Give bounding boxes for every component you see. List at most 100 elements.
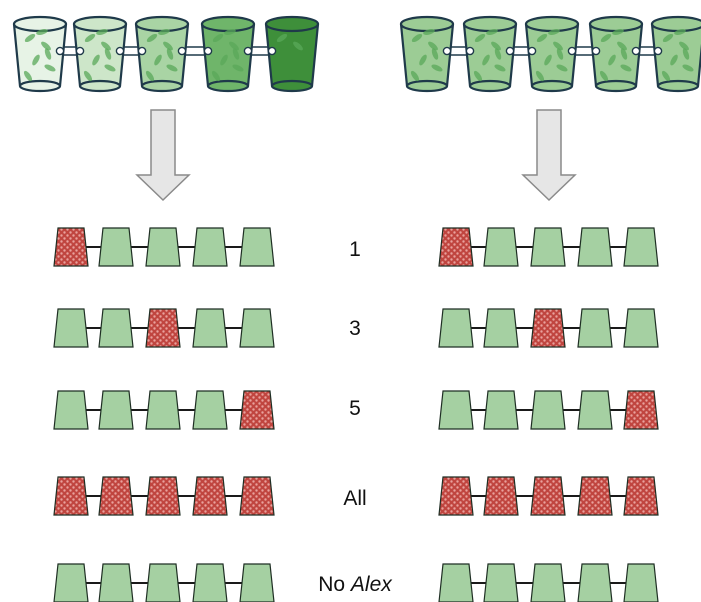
untreated-plant-cup: [192, 227, 228, 267]
plant-leaf: [276, 33, 288, 43]
treated-plant-cup: [53, 227, 89, 267]
plant-leaf: [599, 70, 609, 82]
untreated-plant-cup: [192, 390, 228, 430]
treated-plant-cup: [623, 390, 659, 430]
chamber-1: [399, 15, 455, 93]
plant-leaf: [473, 70, 483, 82]
connector-ring: [203, 46, 213, 56]
plant-leaf: [548, 29, 560, 35]
plant-leaf: [600, 33, 612, 43]
plant-leaf: [166, 64, 178, 72]
connector-ring: [442, 46, 452, 56]
chamber-4: [588, 15, 644, 93]
untreated-plant-cup: [438, 308, 474, 348]
plant-leaf: [24, 33, 36, 43]
chamber-base: [468, 79, 512, 93]
plant-leaf: [84, 33, 96, 43]
treated-plant-cup: [239, 390, 275, 430]
chamber-base: [18, 79, 62, 93]
plant-leaf: [224, 29, 236, 35]
treated-plant-cup: [145, 308, 181, 348]
plant-leaf: [662, 33, 674, 43]
chamber-4: [200, 15, 256, 93]
plant-leaf: [83, 70, 93, 82]
untreated-plant-cup: [98, 390, 134, 430]
plant-leaf: [494, 48, 502, 60]
chamber-2: [72, 15, 128, 93]
chamber-rim: [134, 15, 190, 33]
untreated-plant-cup: [438, 390, 474, 430]
plant-leaf: [612, 29, 624, 35]
untreated-plant-cup: [53, 390, 89, 430]
chamber-rim: [72, 15, 128, 33]
connector-ring: [465, 46, 475, 56]
row-label-no-alex: No Alex: [318, 573, 392, 596]
plant-leaf: [679, 41, 689, 51]
plant-leaf: [36, 29, 48, 35]
plant-leaf: [670, 54, 678, 66]
chamber-base: [405, 79, 449, 93]
plant-leaf: [23, 70, 33, 82]
chamber-base: [206, 79, 250, 93]
plant-leaf: [145, 70, 155, 82]
plant-leaf: [682, 64, 694, 72]
plant-leaf: [92, 54, 100, 66]
connector-ring: [55, 46, 65, 56]
cup-row-left-5: [53, 563, 275, 602]
connector-ring: [115, 46, 125, 56]
chamber-2: [462, 15, 518, 93]
treated-plant-cup: [623, 476, 659, 516]
chamber-rim: [650, 15, 701, 33]
untreated-plant-cup: [239, 227, 275, 267]
plant-leaf: [556, 48, 564, 60]
plant-leaf: [232, 48, 240, 60]
connector-ring: [527, 46, 537, 56]
untreated-plant-cup: [577, 563, 613, 602]
cup-row-right-2: [438, 308, 659, 348]
plant-leaf: [491, 41, 501, 51]
plant-leaf: [431, 64, 443, 72]
untreated-plant-cup: [145, 227, 181, 267]
chamber-body: [264, 22, 320, 88]
row-label-1: 1: [349, 238, 361, 261]
cup-row-left-1: [53, 227, 275, 267]
connector-ring: [137, 46, 147, 56]
chamber-rim: [399, 15, 455, 33]
untreated-plant-cup: [53, 308, 89, 348]
plant-leaf: [419, 54, 427, 66]
untreated-plant-cup: [145, 390, 181, 430]
untreated-plant-cup: [98, 563, 134, 602]
untreated-plant-cup: [483, 227, 519, 267]
cup-row-right-1: [438, 227, 659, 267]
untreated-plant-cup: [530, 563, 566, 602]
untreated-plant-cup: [623, 227, 659, 267]
chamber-rim: [462, 15, 518, 33]
connector-ring: [505, 46, 515, 56]
plant-leaf: [96, 29, 108, 35]
cup-row-right-5: [438, 563, 659, 602]
chamber-base: [140, 79, 184, 93]
untreated-plant-cup: [438, 563, 474, 602]
plant-leaf: [410, 70, 420, 82]
plant-leaf: [232, 64, 244, 72]
connector-ring: [177, 46, 187, 56]
connector-ring: [75, 46, 85, 56]
treated-plant-cup: [577, 476, 613, 516]
row-label-3: 3: [349, 317, 361, 340]
plant-leaf: [41, 41, 51, 51]
chamber-3: [524, 15, 580, 93]
connector-ring: [243, 46, 253, 56]
treated-plant-cup: [530, 308, 566, 348]
chamber-rim: [12, 15, 68, 33]
plant-leaf: [211, 70, 221, 82]
plant-leaf: [682, 48, 690, 60]
untreated-plant-cup: [483, 390, 519, 430]
chamber-5: [264, 15, 320, 93]
chamber-rim: [200, 15, 256, 33]
plant-leaf: [104, 48, 112, 60]
plant-leaf: [553, 41, 563, 51]
plant-leaf: [535, 70, 545, 82]
plant-leaf: [428, 41, 438, 51]
cup-row-left-3: [53, 390, 275, 430]
